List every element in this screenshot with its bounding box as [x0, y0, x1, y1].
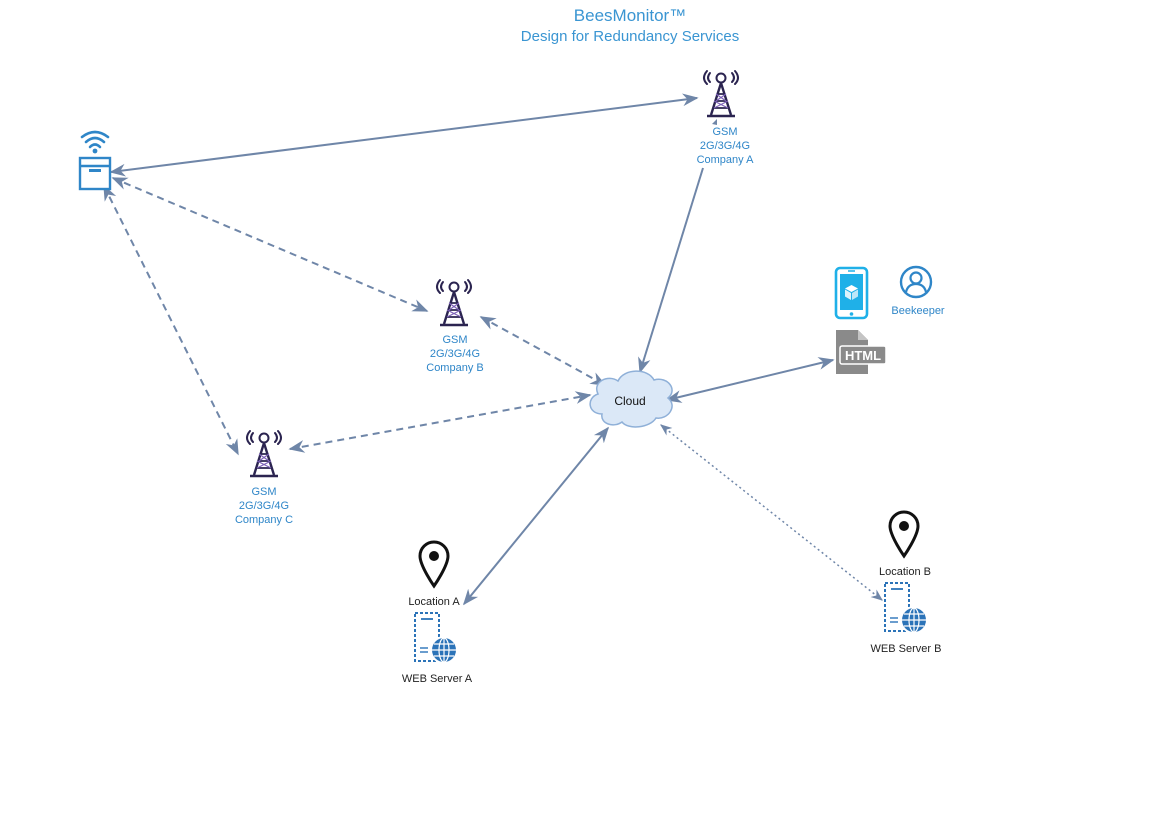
beekeeper-label: Beekeeper: [891, 305, 945, 317]
app-cube-icon: [845, 285, 858, 300]
gsm-a-line1: GSM: [712, 126, 738, 138]
tower-a-port-marker: [712, 119, 717, 125]
edge-hive-gsm-c[interactable]: [103, 184, 239, 456]
edge-gsm-b-cloud[interactable]: [479, 316, 607, 386]
cloud-label: Cloud: [614, 394, 645, 408]
gsm-b-line1: GSM: [442, 334, 468, 346]
cell-tower-icon-c[interactable]: [246, 430, 282, 478]
location-b-label: Location B: [879, 566, 931, 578]
edge-gsm-c-cloud[interactable]: [288, 391, 592, 453]
cell-tower-icon-b[interactable]: [436, 279, 472, 327]
wifi-hive-icon[interactable]: [78, 130, 112, 191]
gsm-c-line3: Company C: [234, 514, 294, 526]
edge-cloud-html[interactable]: [665, 357, 835, 403]
map-pin-icon-b[interactable]: [888, 510, 920, 559]
web-server-b-label: WEB Server B: [870, 643, 942, 655]
wifi-icon: [80, 130, 110, 149]
user-icon[interactable]: [899, 265, 933, 299]
edge-hive-gsm-b[interactable]: [111, 177, 429, 312]
edge-cloud-web-server-b[interactable]: [660, 424, 883, 601]
edge-hive-gsm-a[interactable]: [109, 93, 699, 177]
gsm-c-line1: GSM: [251, 486, 277, 498]
diagram-title: BeesMonitor™: [573, 6, 687, 25]
gsm-a-line2: 2G/3G/4G: [699, 140, 751, 152]
web-server-icon-b[interactable]: [884, 582, 928, 634]
gsm-b-label: GSM 2G/3G/4G Company B: [413, 333, 497, 375]
mobile-app-icon[interactable]: [834, 266, 869, 320]
gsm-c-line2: 2G/3G/4G: [238, 500, 290, 512]
edge-gsm-a-cloud[interactable]: [638, 167, 704, 374]
edges: [103, 93, 883, 606]
html-label: HTML: [845, 348, 881, 363]
html-file-icon[interactable]: HTML: [836, 330, 887, 374]
gsm-a-line3: Company A: [696, 154, 754, 166]
web-server-icon-a[interactable]: [414, 612, 458, 664]
map-pin-icon-a[interactable]: [418, 540, 450, 589]
cloud-icon[interactable]: Cloud: [589, 370, 673, 428]
hive-box-icon: [78, 156, 112, 191]
gsm-a-label: GSM 2G/3G/4G Company A: [683, 125, 767, 167]
web-server-a-label: WEB Server A: [401, 673, 473, 685]
gsm-c-label: GSM 2G/3G/4G Company C: [222, 485, 306, 527]
diagram-subtitle: Design for Redundancy Services: [520, 28, 740, 45]
cell-tower-icon-a[interactable]: [703, 70, 739, 118]
gsm-b-line2: 2G/3G/4G: [429, 348, 481, 360]
gsm-b-line3: Company B: [426, 362, 484, 374]
location-a-label: Location A: [408, 596, 460, 608]
edge-cloud-location-a[interactable]: [462, 426, 610, 606]
